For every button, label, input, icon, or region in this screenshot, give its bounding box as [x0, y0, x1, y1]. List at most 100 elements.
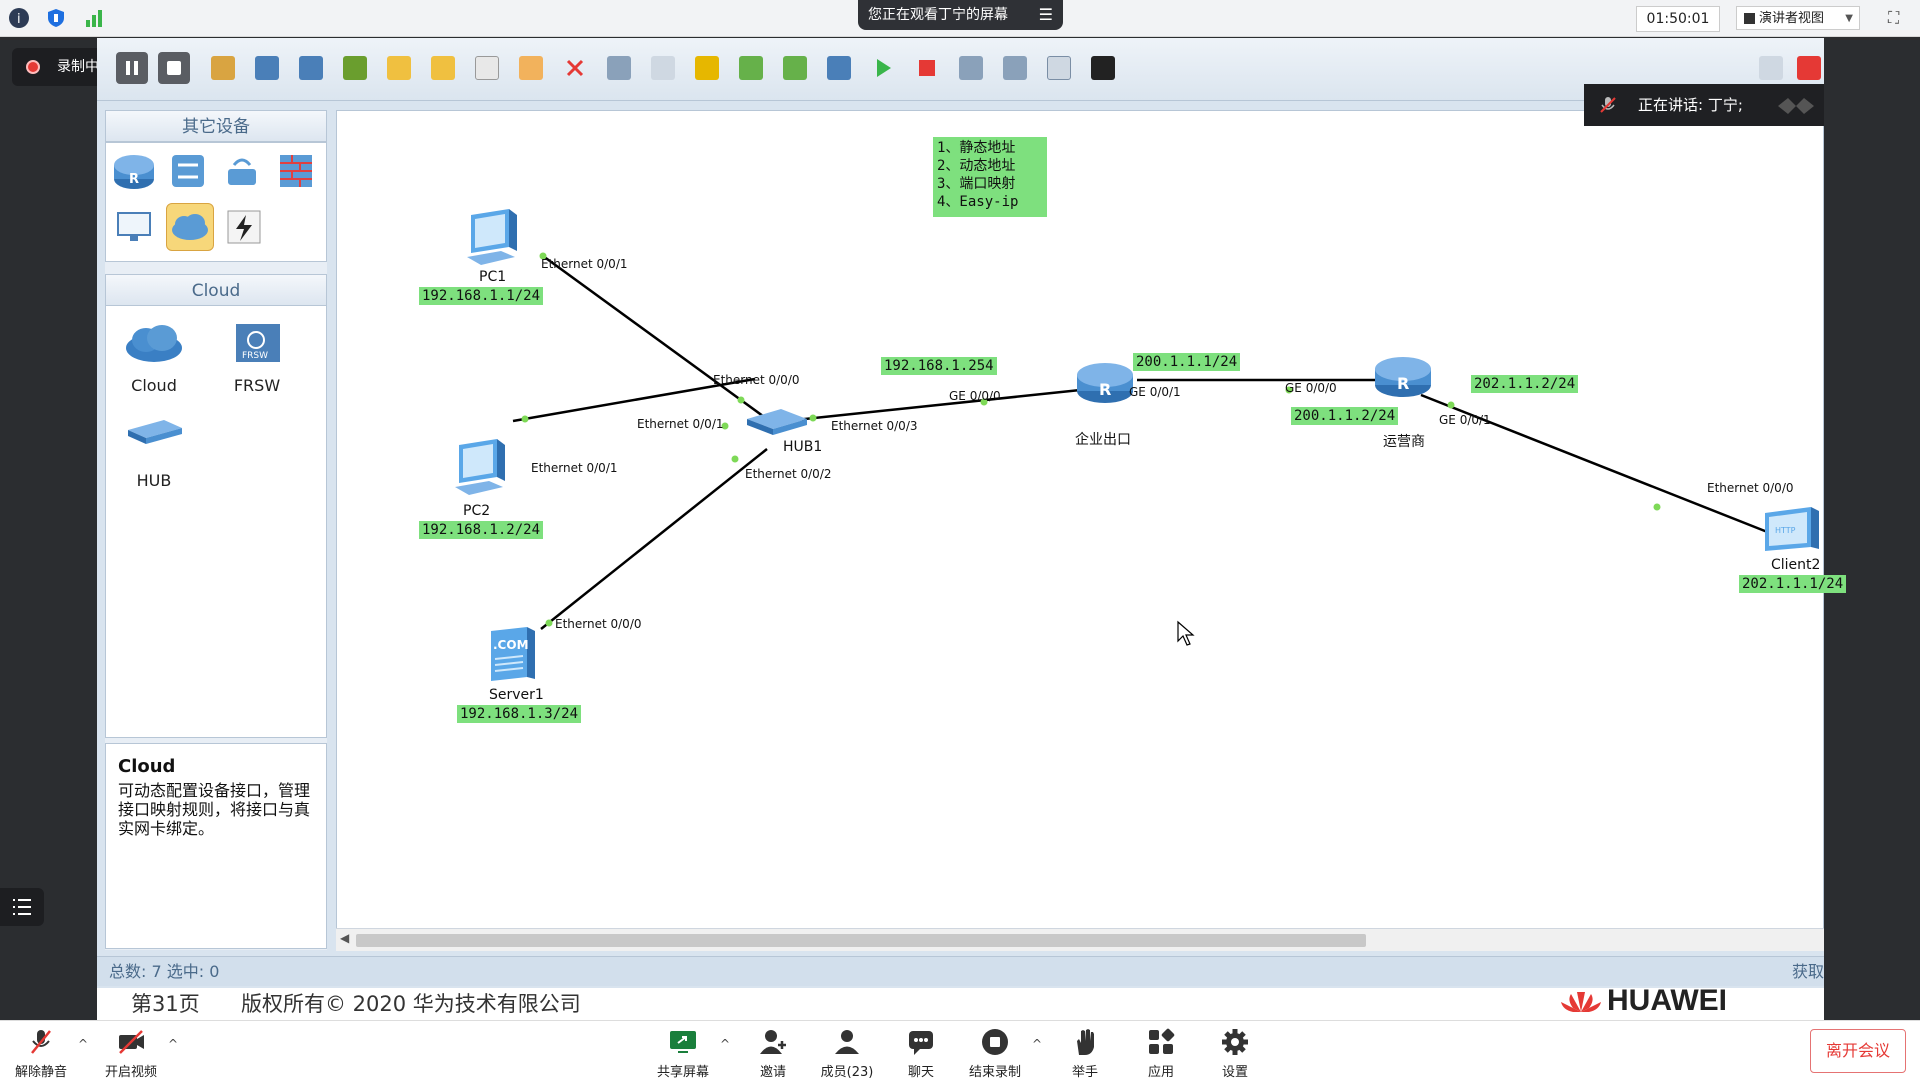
settings-button[interactable]: 设置: [1200, 1027, 1270, 1080]
chat-bubble-icon[interactable]: [1759, 56, 1783, 80]
port-dot: [809, 414, 817, 422]
invite-button[interactable]: 邀请: [738, 1027, 808, 1080]
capture-icon[interactable]: [959, 56, 983, 80]
start-device-icon[interactable]: [871, 56, 895, 80]
text-note-icon[interactable]: [651, 56, 675, 80]
cloud-selected-icon[interactable]: [166, 203, 214, 251]
r1-lan-ip-label[interactable]: 192.168.1.254: [881, 357, 997, 375]
link-r2-client[interactable]: [1420, 393, 1776, 537]
undo-icon[interactable]: [387, 56, 411, 80]
chevron-up-icon[interactable]: ^: [720, 1037, 731, 1051]
info-icon[interactable]: i: [9, 8, 29, 28]
topology-icon[interactable]: [1003, 56, 1027, 80]
end-recording-button[interactable]: 结束录制: [960, 1027, 1030, 1080]
pc2-ip-label[interactable]: 192.168.1.2/24: [419, 521, 544, 539]
port-dot: [721, 422, 729, 430]
zoom-out-icon[interactable]: [783, 56, 807, 80]
save-icon[interactable]: [299, 56, 323, 80]
port-dot: [1447, 401, 1455, 409]
cloud-section-header[interactable]: Cloud: [105, 274, 327, 306]
print-icon[interactable]: [343, 56, 367, 80]
apps-button[interactable]: 应用: [1126, 1027, 1196, 1080]
router-isp-icon[interactable]: R: [1371, 351, 1435, 399]
frsw-device-icon[interactable]: FRSW: [230, 316, 286, 368]
topology-canvas[interactable]: 1、静态地址 2、动态地址 3、端口映射 4、Easy-ip PC1 192.1…: [336, 110, 1847, 950]
chevron-up-icon[interactable]: ^: [168, 1037, 179, 1051]
link-pc2-hub[interactable]: [512, 377, 756, 423]
stop-recording-button[interactable]: [158, 52, 190, 84]
new-topology-icon[interactable]: [211, 56, 235, 80]
view-mode-dropdown[interactable]: 演讲者视图 ▼: [1736, 6, 1860, 30]
shield-icon[interactable]: [46, 8, 66, 28]
signal-icon[interactable]: [84, 8, 104, 28]
raise-hand-button[interactable]: 举手: [1050, 1027, 1120, 1080]
r2-client-ip-label[interactable]: 202.1.1.2/24: [1471, 375, 1579, 393]
router-enterprise-icon[interactable]: R: [1073, 357, 1137, 405]
chevron-down-icon: ▼: [1845, 13, 1853, 24]
r1-wan-ip-label[interactable]: 200.1.1.1/24: [1133, 353, 1241, 371]
grid-view-icon[interactable]: [1047, 56, 1071, 80]
router-icon[interactable]: R: [112, 149, 156, 193]
pc2-icon[interactable]: [449, 437, 513, 497]
r2-wan-ip-label[interactable]: 200.1.1.2/24: [1291, 407, 1399, 425]
cloud-device-icon[interactable]: [124, 318, 184, 368]
scroll-left-icon[interactable]: ◀: [340, 931, 350, 945]
fit-view-icon[interactable]: [827, 56, 851, 80]
unmute-button[interactable]: 解除静音: [6, 1027, 76, 1080]
stop-device-icon[interactable]: [915, 56, 939, 80]
huawei-icon[interactable]: [1797, 56, 1821, 80]
watching-screen-banner[interactable]: 您正在观看丁宁的屏幕 ☰: [858, 0, 1063, 30]
lightning-link-icon[interactable]: [222, 205, 266, 249]
status-right-text[interactable]: 获取: [1791, 962, 1824, 981]
record-stop-icon: [982, 1029, 1008, 1055]
zoom-in-icon[interactable]: [739, 56, 763, 80]
delete-icon[interactable]: [563, 56, 587, 80]
hand-pan-icon[interactable]: [519, 56, 543, 80]
delete-link-icon[interactable]: [607, 56, 631, 80]
list-icon: [13, 899, 31, 915]
client2-port-label: Ethernet 0/0/0: [1707, 481, 1794, 495]
link-pc1-hub[interactable]: [542, 254, 768, 421]
other-devices-header[interactable]: 其它设备: [105, 110, 327, 142]
chevron-up-icon[interactable]: ^: [1032, 1037, 1043, 1051]
server1-port-label: Ethernet 0/0/0: [555, 617, 642, 631]
chevron-up-icon[interactable]: ^: [78, 1037, 89, 1051]
chat-button[interactable]: 聊天: [886, 1027, 956, 1080]
rectangle-icon[interactable]: [695, 56, 719, 80]
redo-icon[interactable]: [431, 56, 455, 80]
wireless-ap-icon[interactable]: [220, 149, 264, 193]
client2-ip-label[interactable]: 202.1.1.1/24: [1739, 575, 1847, 593]
link-hub-r1[interactable]: [766, 385, 1110, 425]
select-pointer-icon[interactable]: [475, 56, 499, 80]
pause-recording-button[interactable]: [116, 52, 148, 84]
hub-device-icon[interactable]: [124, 408, 184, 448]
switch-icon[interactable]: [166, 149, 210, 193]
menu-icon[interactable]: ☰: [1038, 5, 1053, 24]
pc1-icon[interactable]: [461, 207, 525, 267]
start-video-button[interactable]: 开启视频: [96, 1027, 166, 1080]
server1-ip-label[interactable]: 192.168.1.3/24: [457, 705, 582, 723]
terminal-icon[interactable]: [1091, 56, 1115, 80]
open-icon[interactable]: [255, 56, 279, 80]
server1-icon[interactable]: .COM: [487, 623, 537, 683]
link-server-hub[interactable]: [540, 448, 768, 630]
invite-label: 邀请: [759, 1065, 786, 1080]
config-notes[interactable]: 1、静态地址 2、动态地址 3、端口映射 4、Easy-ip: [933, 137, 1047, 217]
router-isp-label: 运营商: [1383, 434, 1425, 450]
port-dot: [737, 396, 745, 404]
r2-ge1-label: GE 0/0/1: [1439, 413, 1491, 427]
pc-monitor-icon[interactable]: [112, 205, 156, 249]
hub1-icon[interactable]: [745, 403, 809, 439]
page-number: 第31页: [131, 992, 200, 1016]
participant-list-button[interactable]: [0, 888, 44, 926]
share-screen-button[interactable]: 共享屏幕: [648, 1027, 718, 1080]
members-button[interactable]: 成员(23): [812, 1027, 882, 1080]
firewall-icon[interactable]: [274, 149, 318, 193]
apps-grid-icon: [1149, 1028, 1175, 1054]
fullscreen-icon[interactable]: ⛶: [1888, 8, 1900, 27]
horizontal-scrollbar[interactable]: ◀: [336, 928, 1824, 951]
scroll-thumb[interactable]: [356, 934, 1366, 947]
client2-icon[interactable]: HTTP: [1761, 503, 1821, 553]
pc1-ip-label[interactable]: 192.168.1.1/24: [419, 287, 544, 305]
leave-meeting-button[interactable]: 离开会议: [1810, 1029, 1906, 1073]
